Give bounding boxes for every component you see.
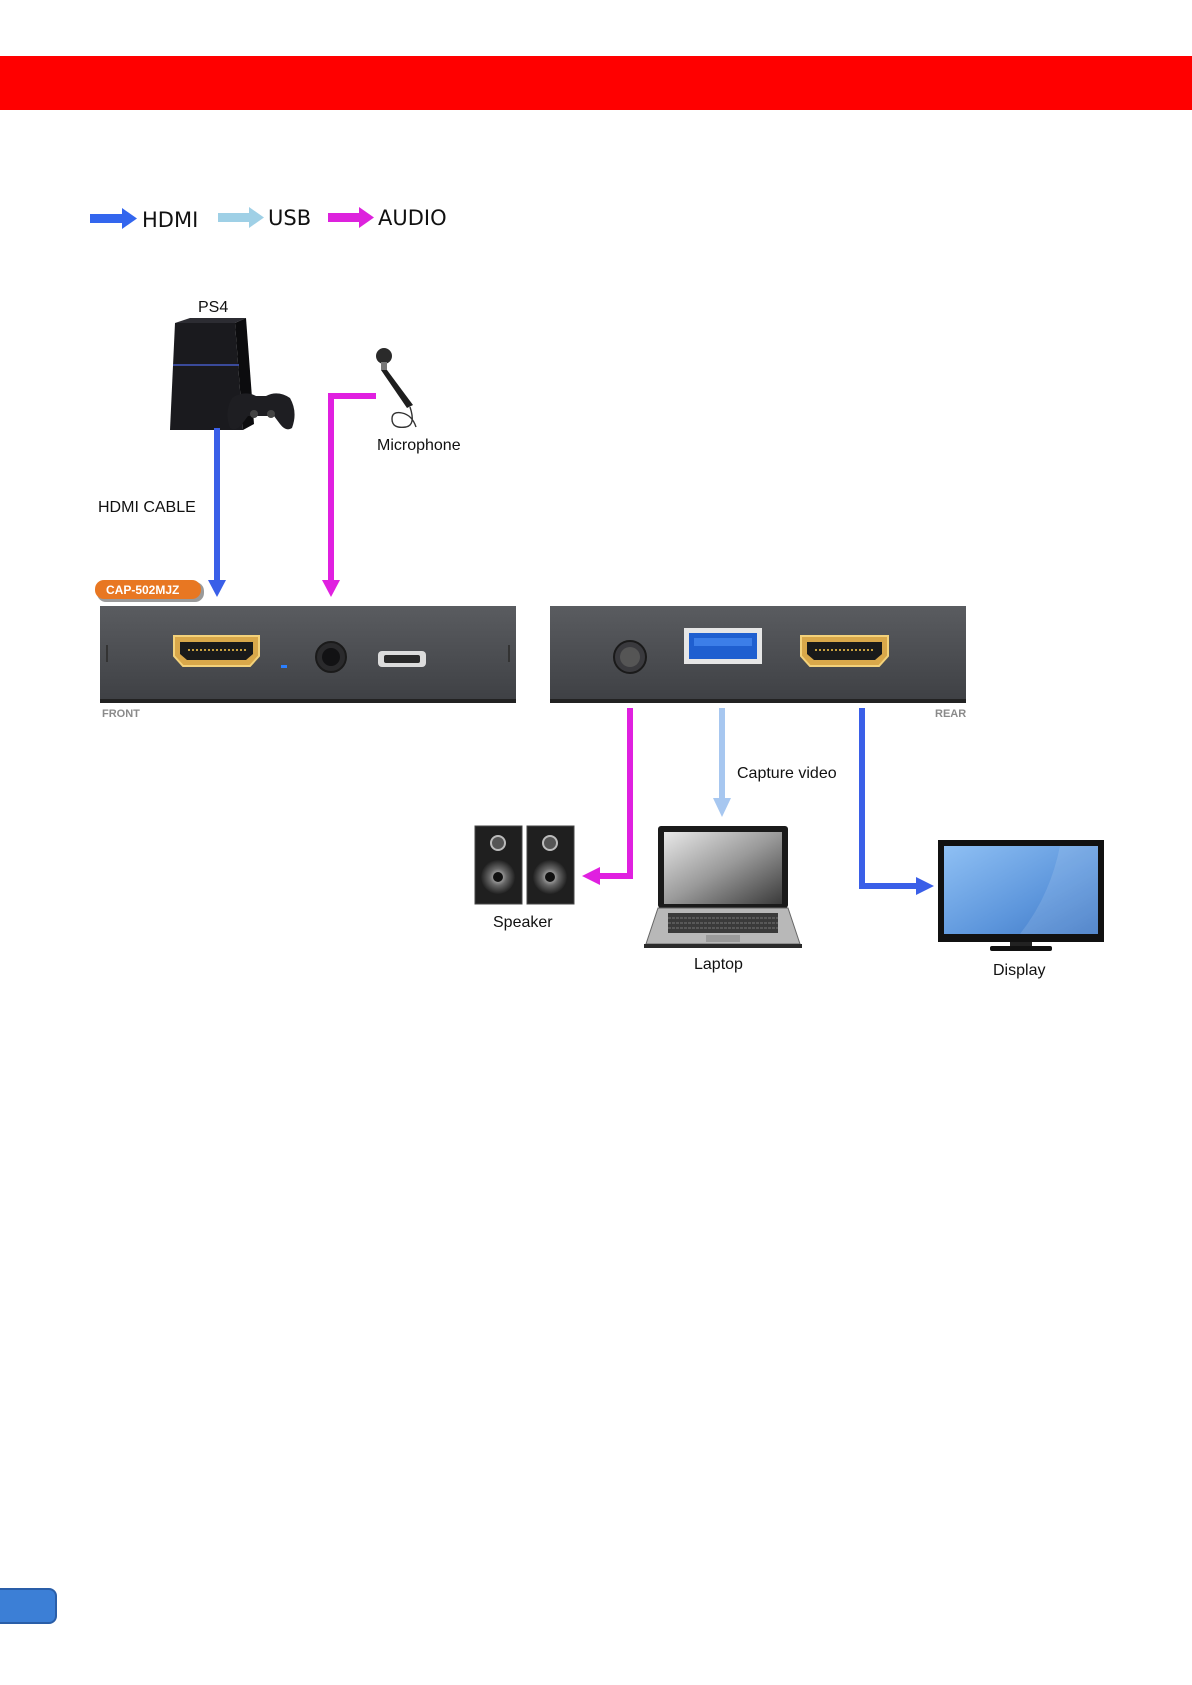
front-label: FRONT — [102, 708, 140, 720]
speaker-left — [475, 826, 522, 904]
ps4-label: PS4 — [198, 299, 228, 316]
speaker-right — [527, 826, 574, 904]
microphone-icon — [376, 348, 416, 427]
laptop-label: Laptop — [694, 956, 743, 973]
front-panel — [100, 606, 516, 703]
rear-usb-port — [684, 628, 762, 664]
model-tag: CAP-502MJZ — [95, 580, 204, 602]
rear-label: REAR — [935, 708, 966, 720]
usb-cable-laptop — [713, 708, 731, 817]
rear-panel — [550, 606, 966, 703]
hdmi-cable-label: HDMI CABLE — [98, 499, 196, 516]
capture-video-label: Capture video — [737, 765, 837, 782]
legend: HDMI USB AUDIO — [90, 206, 447, 232]
controller-icon — [227, 393, 294, 429]
audio-cable-mic — [322, 396, 376, 597]
front-hdmi-port — [174, 636, 259, 666]
legend-usb: USB — [218, 206, 311, 230]
front-audio-jack — [316, 642, 346, 672]
front-micro-usb-port — [378, 651, 426, 667]
front-led — [281, 665, 287, 668]
speaker-icon — [475, 826, 574, 904]
rear-hdmi-port — [801, 636, 888, 666]
hdmi-cable-ps4 — [208, 428, 226, 597]
audio-cable-speaker — [582, 708, 630, 885]
legend-hdmi: HDMI — [90, 208, 198, 232]
display-icon — [938, 840, 1104, 951]
speaker-label: Speaker — [493, 914, 553, 931]
microphone-label: Microphone — [377, 437, 461, 454]
legend-hdmi-label: HDMI — [142, 208, 198, 232]
rear-audio-jack — [614, 641, 646, 673]
page-tab — [0, 1588, 57, 1624]
model-label: CAP-502MJZ — [106, 583, 179, 597]
legend-audio: AUDIO — [328, 206, 447, 230]
laptop-icon — [644, 826, 802, 948]
display-label: Display — [993, 962, 1045, 979]
legend-usb-label: USB — [268, 206, 311, 230]
legend-audio-label: AUDIO — [378, 206, 447, 230]
ps4-icon — [170, 318, 295, 430]
hdmi-cable-display — [862, 708, 934, 895]
